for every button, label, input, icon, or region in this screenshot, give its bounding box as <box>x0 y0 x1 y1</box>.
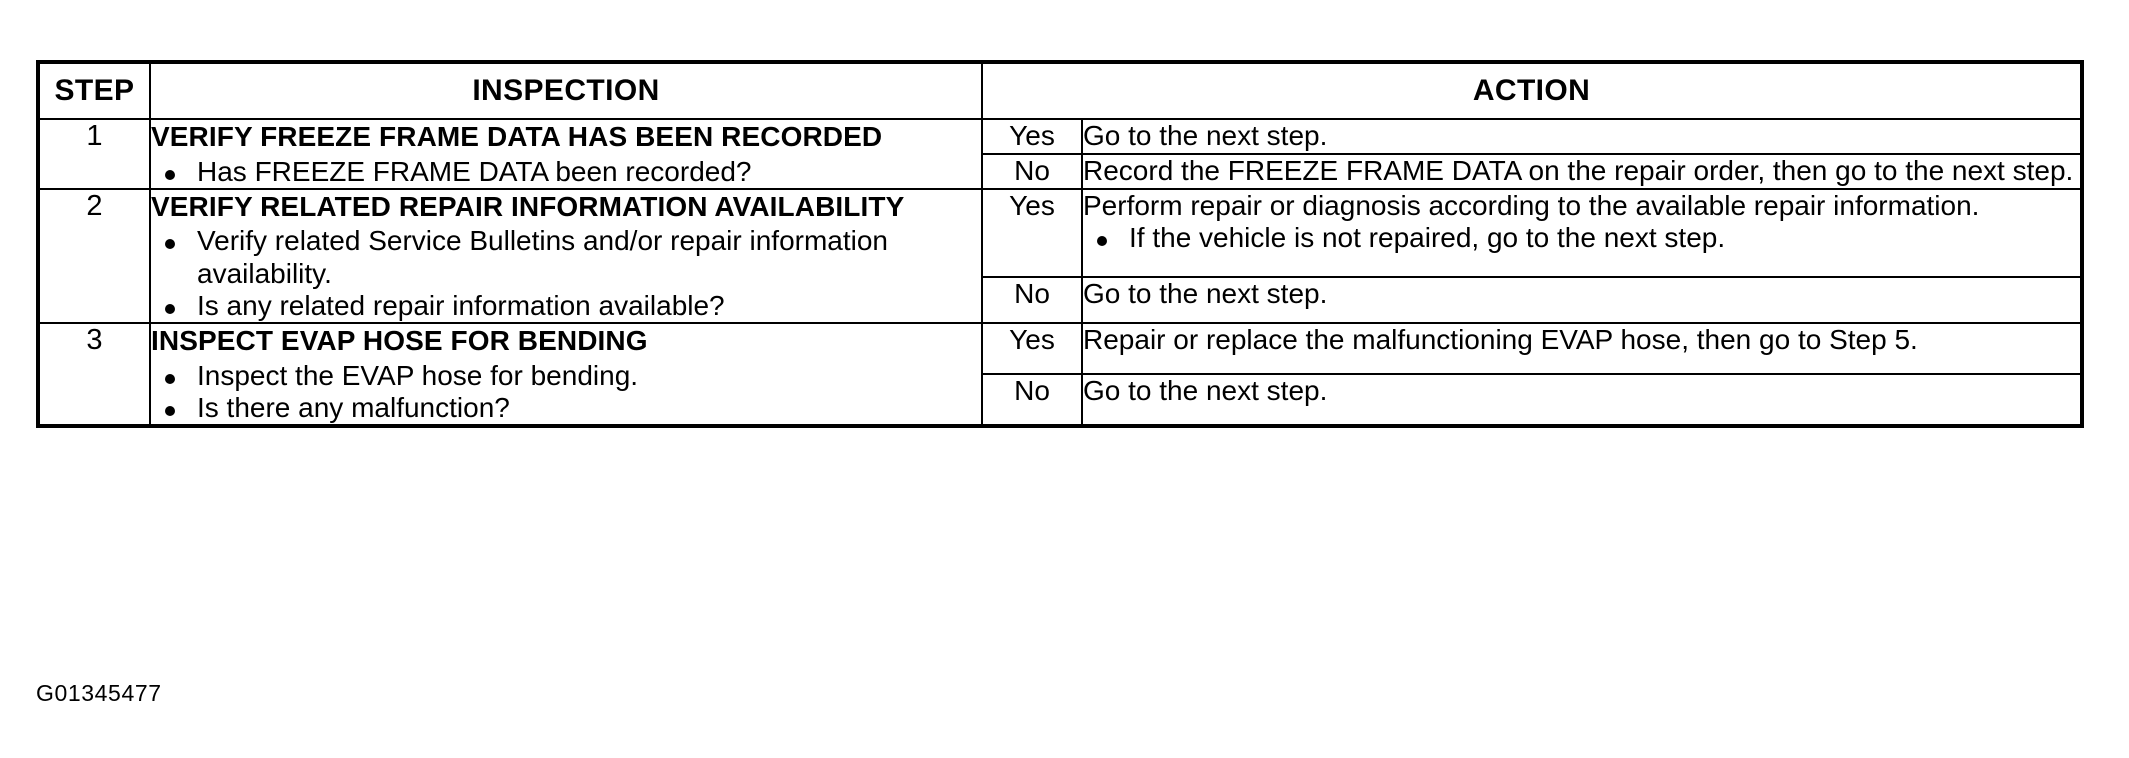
column-header-action: ACTION <box>980 61 2084 120</box>
bullet-icon <box>165 239 175 250</box>
bullet-icon <box>165 373 175 384</box>
list-item: Inspect the EVAP hose for bending. <box>151 360 981 392</box>
diagnostic-table-wrapper: STEP INSPECTION ACTION 1 VERIFY FREEZE F… <box>36 60 2085 428</box>
list-item: Is there any malfunction? <box>151 392 981 424</box>
diagnostic-inspection-table: STEP INSPECTION ACTION 1 VERIFY FREEZE F… <box>36 60 2085 428</box>
action-cell: Record the FREEZE FRAME DATA on the repa… <box>1080 152 2084 190</box>
action-cell: Repair or replace the malfunctioning EVA… <box>1080 321 2084 375</box>
table-row: No Go to the next step. <box>38 276 2084 324</box>
step-number: 2 <box>37 187 151 324</box>
inspection-cell: VERIFY RELATED REPAIR INFORMATION AVAILA… <box>149 187 983 324</box>
answer-yes: Yes <box>981 321 1083 375</box>
step-number: 3 <box>37 321 151 427</box>
action-cell: Perform repair or diagnosis according to… <box>1080 187 2084 279</box>
table-row: 2 VERIFY RELATED REPAIR INFORMATION AVAI… <box>37 187 2084 324</box>
table-body: 1 VERIFY FREEZE FRAME DATA HAS BEEN RECO… <box>37 118 2084 427</box>
list-item-label: Verify related Service Bulletins and/or … <box>197 225 889 289</box>
list-item: Has FREEZE FRAME DATA been recorded? <box>151 156 981 188</box>
table-row: No Go to the next step. <box>38 372 2084 427</box>
action-bullet-list: If the vehicle is not repaired, go to th… <box>1083 222 2080 254</box>
action-cell: Go to the next step. <box>1080 372 2084 427</box>
bullet-icon <box>165 303 175 314</box>
inspection-cell: VERIFY FREEZE FRAME DATA HAS BEEN RECORD… <box>149 118 983 190</box>
list-item: Verify related Service Bulletins and/or … <box>151 225 981 289</box>
action-text: Record the FREEZE FRAME DATA on the repa… <box>1083 154 2074 186</box>
action-text: Perform repair or diagnosis according to… <box>1083 189 1980 221</box>
bullet-icon <box>165 169 175 180</box>
table-header: STEP INSPECTION ACTION <box>37 61 2084 120</box>
step-number: 1 <box>37 118 151 190</box>
inspection-cell: INSPECT EVAP HOSE FOR BENDING Inspect th… <box>149 321 983 427</box>
list-item: Is any related repair information availa… <box>151 290 981 322</box>
list-item-label: Has FREEZE FRAME DATA been recorded? <box>197 155 752 187</box>
answer-no: No <box>981 152 1083 190</box>
action-text: Go to the next step. <box>1083 278 1328 310</box>
action-text: Go to the next step. <box>1083 120 1328 151</box>
table-row: No Record the FREEZE FRAME DATA on the r… <box>38 152 2084 190</box>
inspection-title: VERIFY FREEZE FRAME DATA HAS BEEN RECORD… <box>151 121 883 152</box>
column-header-inspection: INSPECTION <box>149 61 983 120</box>
action-cell: Go to the next step. <box>1080 276 2084 324</box>
bullet-icon <box>1097 235 1107 246</box>
answer-no: No <box>981 372 1083 427</box>
answer-yes: Yes <box>981 187 1083 279</box>
list-item-label: If the vehicle is not repaired, go to th… <box>1129 221 1726 253</box>
table-row: 1 VERIFY FREEZE FRAME DATA HAS BEEN RECO… <box>37 118 2084 190</box>
inspection-bullet-list: Has FREEZE FRAME DATA been recorded? <box>151 156 981 188</box>
answer-yes: Yes <box>981 118 1083 155</box>
list-item-label: Is there any malfunction? <box>197 391 510 423</box>
answer-no: No <box>981 276 1083 324</box>
action-text: Go to the next step. <box>1083 374 1328 406</box>
table-row: 3 INSPECT EVAP HOSE FOR BENDING Inspect … <box>37 321 2084 427</box>
table-header-row: STEP INSPECTION ACTION <box>37 61 2084 120</box>
bullet-icon <box>165 405 175 416</box>
inspection-title: VERIFY RELATED REPAIR INFORMATION AVAILA… <box>151 190 905 222</box>
inspection-bullet-list: Inspect the EVAP hose for bending. Is th… <box>151 360 981 424</box>
list-item: If the vehicle is not repaired, go to th… <box>1083 222 2080 254</box>
inspection-title: INSPECT EVAP HOSE FOR BENDING <box>151 324 648 356</box>
list-item-label: Inspect the EVAP hose for bending. <box>197 359 639 391</box>
inspection-bullet-list: Verify related Service Bulletins and/or … <box>151 225 981 322</box>
action-text: Repair or replace the malfunctioning EVA… <box>1083 323 1918 355</box>
list-item-label: Is any related repair information availa… <box>197 289 725 321</box>
column-header-step: STEP <box>37 61 151 120</box>
figure-code-caption: G01345477 <box>36 680 162 706</box>
action-cell: Go to the next step. <box>1080 118 2084 155</box>
